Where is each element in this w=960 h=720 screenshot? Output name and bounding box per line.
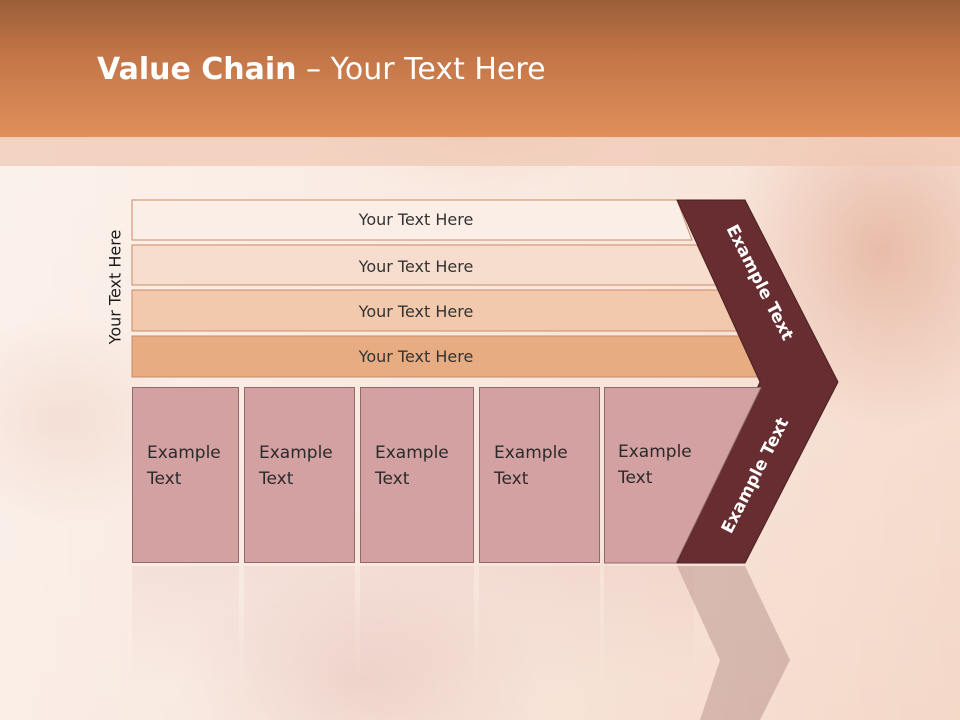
- title-bold: Value Chain: [97, 52, 297, 87]
- column-2-line2: Text: [259, 469, 294, 489]
- column-5-text: Example Text: [618, 439, 692, 491]
- column-4-line2: Text: [494, 469, 529, 489]
- column-3-line2: Text: [375, 469, 410, 489]
- title-rest: – Your Text Here: [296, 52, 546, 87]
- column-2-line1: Example: [259, 443, 333, 463]
- column-1-line2: Text: [147, 469, 182, 489]
- column-5-line1: Example: [618, 442, 692, 462]
- chevron-reflection: [677, 566, 790, 720]
- row-1-label: Your Text Here: [358, 210, 474, 229]
- header-subband: [0, 137, 960, 166]
- slide-title[interactable]: Value Chain – Your Text Here: [97, 52, 546, 87]
- row-2-label: Your Text Here: [358, 257, 474, 276]
- title-bar: [0, 0, 960, 137]
- column-3-line1: Example: [375, 443, 449, 463]
- row-1-shape[interactable]: [131, 199, 693, 241]
- row-4-label: Your Text Here: [358, 347, 474, 366]
- column-5-shape[interactable]: [604, 387, 764, 564]
- column-5-line2: Text: [618, 468, 653, 488]
- column-4[interactable]: Example Text: [479, 387, 600, 563]
- column-3[interactable]: Example Text: [360, 387, 474, 563]
- column-1[interactable]: Example Text: [132, 387, 239, 563]
- column-1-line1: Example: [147, 443, 221, 463]
- chevron-arrow[interactable]: [676, 199, 839, 564]
- row-3-label: Your Text Here: [358, 302, 474, 321]
- column-4-line1: Example: [494, 443, 568, 463]
- column-2[interactable]: Example Text: [244, 387, 355, 563]
